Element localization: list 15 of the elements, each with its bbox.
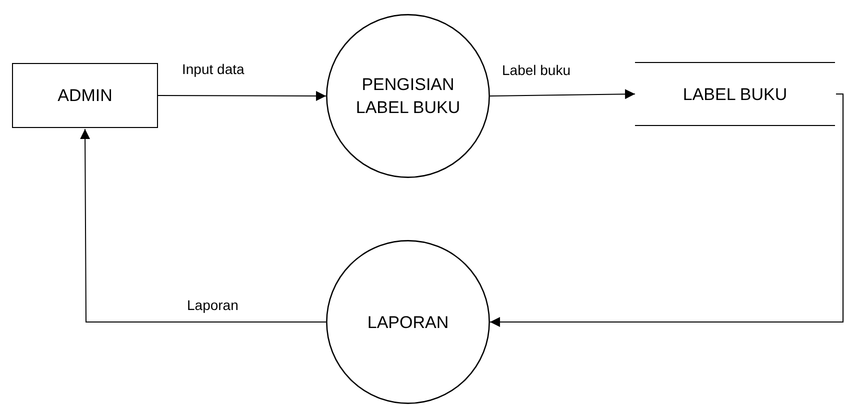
process-circle xyxy=(326,14,490,178)
edge-label: Laporan xyxy=(185,297,240,313)
data-store xyxy=(635,62,835,126)
node-label: ADMIN xyxy=(58,85,112,107)
arrow xyxy=(490,89,636,100)
node-label: LABEL BUKU xyxy=(682,84,788,106)
node-label: LAPORAN xyxy=(367,312,449,334)
edge-label: Input data xyxy=(180,61,246,77)
arrow xyxy=(158,90,326,101)
process-circle xyxy=(326,240,490,404)
node-label: PENGISIAN LABEL BUKU xyxy=(354,74,462,119)
arrow xyxy=(80,128,326,322)
edge-label: Label buku xyxy=(500,62,573,78)
external-entity-box xyxy=(12,63,158,128)
arrow xyxy=(490,94,844,327)
